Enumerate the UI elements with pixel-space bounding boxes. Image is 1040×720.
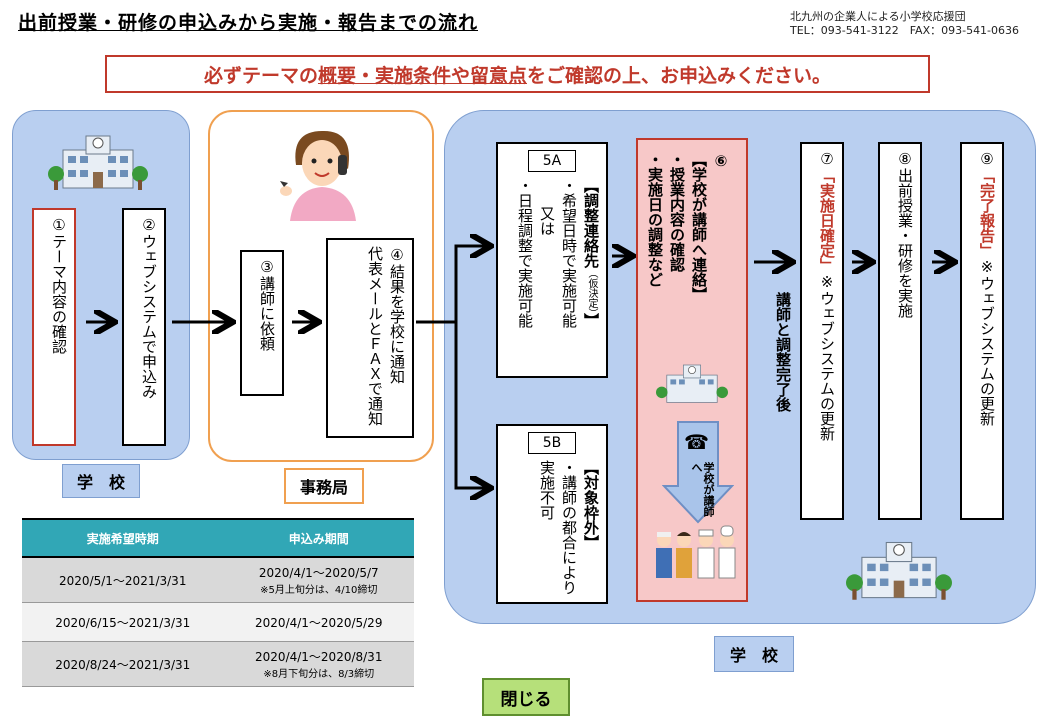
telephone-icon: ☎	[684, 430, 709, 454]
school-building-icon	[656, 364, 728, 403]
step8-num: ⑧	[896, 150, 914, 168]
step4-head: ④結果を学校に通知	[388, 246, 406, 384]
operator-woman-icon	[280, 130, 356, 221]
schedule-period: 2020/8/24～2021/3/31	[22, 641, 224, 687]
step5b-line1: ・講師の都合により実施不可	[538, 460, 578, 595]
step7-body: ※ウェブシステムの更新	[818, 273, 836, 441]
schedule-note: ※5月上旬分は、4/10締切	[260, 585, 378, 596]
org-contact: TEL：093-541-3122 FAX：093-541-0636	[790, 24, 1020, 37]
step6-num: ⑥	[712, 152, 730, 170]
step6-arrow-text: 学校が講師へ	[690, 462, 715, 517]
schedule-table: 実施希望時期 申込み期間 2020/5/1～2021/3/31 2020/4/1…	[22, 518, 414, 687]
step2-label: ②ウェブシステムで申込み	[140, 216, 158, 399]
step9-body: ※ウェブシステムの更新	[978, 258, 996, 426]
schedule-apply: 2020/4/1～2020/5/29	[255, 615, 383, 630]
step5a-head: 【調整連絡先	[582, 178, 600, 268]
schedule-header-period: 実施希望時期	[22, 518, 224, 558]
schedule-apply: 2020/4/1～2020/5/7	[258, 566, 379, 580]
step5b-box: 【対象枠外】 ・講師の都合により実施不可	[496, 424, 608, 604]
step5a-line2: 又は	[538, 206, 556, 236]
table-row: 2020/8/24～2021/3/31 2020/4/1～2020/8/31 ※8…	[22, 641, 414, 687]
step9-head: 「完了報告」	[978, 168, 996, 258]
step9-completion-report: ⑨「完了報告」※ウェブシステムの更新	[960, 142, 1004, 520]
schedule-period: 2020/5/1～2021/3/31	[22, 557, 224, 603]
step6-line2: ・実施日の調整など	[646, 152, 664, 287]
label-office: 事務局	[284, 468, 364, 504]
notice-banner: 必ずテーマの概要・実施条件や留意点をご確認の上、お申込みください。	[105, 55, 930, 93]
step5a-line1: ・希望日時で実施可能	[560, 178, 578, 328]
org-info: 北九州の企業人による小学校応援団 TEL：093-541-3122 FAX：09…	[790, 10, 1019, 38]
step6-head: 【学校が講師へ連絡】	[690, 152, 708, 302]
label-school-left: 学 校	[62, 464, 140, 498]
schedule-period: 2020/6/15～2021/3/31	[22, 602, 224, 642]
step5a-paren: （仮決定）	[586, 268, 597, 313]
step3-request-instructor: ③講師に依頼	[240, 250, 284, 396]
org-name: 北九州の企業人による小学校応援団	[790, 10, 966, 23]
step7-head: 「実施日確定」	[818, 168, 836, 273]
step6-line1: ・授業内容の確認	[668, 152, 686, 272]
schedule-apply: 2020/4/1～2020/8/31	[255, 650, 383, 664]
school-building-icon	[846, 541, 952, 600]
notice-suffix: をご確認の上、お申込みください。	[527, 64, 832, 87]
step1-label: ①テーマ内容の確認	[50, 216, 68, 354]
step7-num: ⑦	[818, 150, 836, 168]
step9-num: ⑨	[978, 150, 996, 168]
school-building-icon	[48, 135, 148, 190]
table-row: 2020/5/1～2021/3/31 2020/4/1～2020/5/7 ※5月上…	[22, 557, 414, 603]
step8-body: 出前授業・研修を実施	[896, 168, 914, 318]
step6-text: ⑥ 【学校が講師へ連絡】 ・授業内容の確認 ・実施日の調整など	[646, 146, 736, 356]
label-school-right: 学 校	[714, 636, 794, 672]
schedule-note: ※8月下旬分は、8/3締切	[263, 669, 375, 680]
schedule-header-row: 実施希望時期 申込み期間	[22, 518, 414, 558]
step5a-tag: 5A	[528, 150, 576, 172]
instructors-group-icon	[656, 525, 736, 579]
step5a-line3: ・日程調整で実施可能	[516, 178, 534, 328]
step7-date-confirmed: ⑦「実施日確定」※ウェブシステムの更新	[800, 142, 844, 520]
schedule-apply-cell: 2020/4/1～2020/5/29	[223, 602, 414, 642]
step8-conduct-class: ⑧出前授業・研修を実施	[878, 142, 922, 520]
notice-underlined: 概要・実施条件や留意点	[317, 64, 527, 87]
down-arrow-school-to-instructor	[662, 421, 734, 524]
schedule-header-apply: 申込み期間	[223, 518, 414, 558]
schedule-apply-cell: 2020/4/1～2020/8/31 ※8月下旬分は、8/3締切	[223, 641, 414, 687]
close-button[interactable]: 閉じる	[482, 678, 570, 716]
step4-notify-school: ④結果を学校に通知 代表メールとＦＡＸで通知	[326, 238, 414, 438]
step2-web-apply: ②ウェブシステムで申込み	[122, 208, 166, 446]
step4-body: 代表メールとＦＡＸで通知	[366, 246, 384, 426]
step5b-tag: 5B	[528, 432, 576, 454]
schedule-apply-cell: 2020/4/1～2020/5/7 ※5月上旬分は、4/10締切	[223, 557, 414, 603]
coordination-complete-text: 講師と調整完了後	[774, 292, 792, 412]
step5a-close: 】	[582, 313, 600, 328]
notice-prefix: 必ずテーマの	[203, 64, 318, 87]
step5b-head: 【対象枠外】	[582, 460, 600, 550]
step1-theme-check: ①テーマ内容の確認	[32, 208, 76, 446]
table-row: 2020/6/15～2021/3/31 2020/4/1～2020/5/29	[22, 602, 414, 642]
step3-label: ③講師に依頼	[258, 258, 276, 351]
step5a-box: 【調整連絡先（仮決定）】 ・希望日時で実施可能 又は ・日程調整で実施可能	[496, 142, 608, 378]
page-title: 出前授業・研修の申込みから実施・報告までの流れ	[18, 12, 479, 34]
